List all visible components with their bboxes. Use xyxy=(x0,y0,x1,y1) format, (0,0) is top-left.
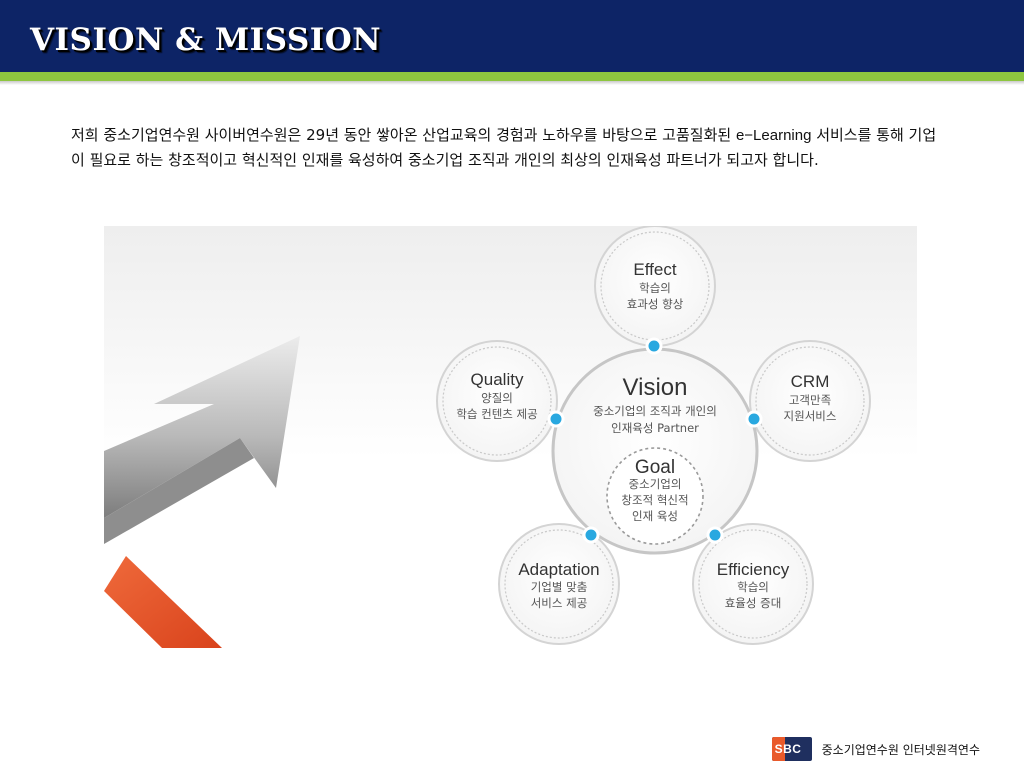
vision-diagram-figure: Effect 학습의 효과성 향상 Quality 양질의 학습 컨텐츠 제공 … xyxy=(104,226,917,648)
vision-diagram: Effect 학습의 효과성 향상 Quality 양질의 학습 컨텐츠 제공 … xyxy=(104,226,871,648)
connector-dot-left xyxy=(547,410,565,428)
crm-line-1: 고객만족 xyxy=(789,393,831,407)
crm-title: CRM xyxy=(791,372,830,391)
intro-text-1: 저희 중소기업연수원 사이버연수원은 29년 동안 쌓아온 산업교육의 경험과 … xyxy=(71,126,736,144)
goal-line-1: 중소기업의 xyxy=(629,477,682,491)
effect-title: Effect xyxy=(633,260,676,279)
vision-line-2: 인재육성 Partner xyxy=(611,421,699,435)
connector-dots xyxy=(547,337,763,544)
efficiency-line-1: 학습의 xyxy=(737,580,769,594)
footer: SBC 중소기업연수원 인터넷원격연수 xyxy=(771,737,980,761)
goal-title: Goal xyxy=(635,457,675,478)
efficiency-line-2: 효율성 증대 xyxy=(725,596,782,610)
logo-accent xyxy=(771,737,785,761)
goal-line-3: 인재 육성 xyxy=(632,509,678,523)
adaptation-line-2: 서비스 제공 xyxy=(531,596,588,610)
intro-text-2: 서비스를 통해 기업이 필요로 하는 창조적이고 혁신적인 인재를 육성하여 중… xyxy=(71,126,937,169)
sbc-logo: SBC xyxy=(771,737,812,761)
vision-title: Vision xyxy=(623,374,688,401)
header-bar: VISION & MISSION xyxy=(0,0,1024,72)
footer-org-name: 중소기업연수원 인터넷원격연수 xyxy=(821,742,980,757)
connector-dot-right xyxy=(745,410,763,428)
connector-dot-bottom-right xyxy=(706,526,724,544)
adaptation-title: Adaptation xyxy=(518,560,599,579)
arrow-orange-shape xyxy=(104,556,222,648)
quality-line-2: 학습 컨텐츠 제공 xyxy=(456,407,537,421)
page-title: VISION & MISSION xyxy=(30,22,382,58)
goal-line-2: 창조적 혁신적 xyxy=(621,493,688,507)
arrow-head-shape xyxy=(104,336,300,518)
intro-paragraph: 저희 중소기업연수원 사이버연수원은 29년 동안 쌓아온 산업교육의 경험과 … xyxy=(71,123,941,173)
accent-stripe xyxy=(0,72,1024,81)
connector-dot-top xyxy=(645,337,663,355)
efficiency-circle: Efficiency 학습의 효율성 증대 xyxy=(692,523,814,645)
effect-line-2: 효과성 향상 xyxy=(627,297,684,311)
adaptation-line-1: 기업별 맞춤 xyxy=(531,580,588,594)
logo-text: SBC xyxy=(774,742,802,756)
crm-line-2: 지원서비스 xyxy=(784,409,837,423)
quality-line-1: 양질의 xyxy=(481,391,513,405)
intro-elearning: e−Learning xyxy=(735,127,812,144)
effect-circle: Effect 학습의 효과성 향상 xyxy=(594,226,716,347)
effect-line-1: 학습의 xyxy=(639,281,671,295)
connector-dot-bottom-left xyxy=(582,526,600,544)
quality-title: Quality xyxy=(471,370,524,389)
arrow-shaft-shadow xyxy=(104,438,254,544)
stripe-shadow xyxy=(0,81,1024,85)
adaptation-circle: Adaptation 기업별 맞춤 서비스 제공 xyxy=(498,523,620,645)
quality-circle: Quality 양질의 학습 컨텐츠 제공 xyxy=(436,340,558,462)
crm-circle: CRM 고객만족 지원서비스 xyxy=(749,340,871,462)
efficiency-title: Efficiency xyxy=(717,560,790,579)
goal-circle: Goal 중소기업의 창조적 혁신적 인재 육성 xyxy=(606,447,704,545)
vision-line-1: 중소기업의 조직과 개인의 xyxy=(593,404,717,418)
